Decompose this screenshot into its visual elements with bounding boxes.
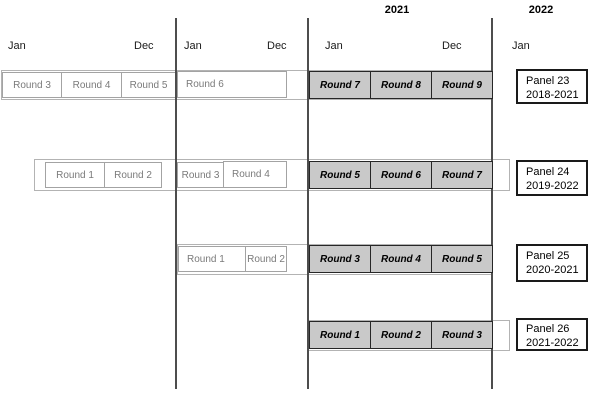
panel-label-box: Panel 24 2019-2022 — [516, 160, 588, 196]
round-box-gray: Round 3 — [431, 321, 493, 349]
month-label-section3-jan: Jan — [325, 40, 343, 52]
panel-name: Panel 26 — [526, 323, 570, 335]
panel-label-box: Panel 26 2021-2022 — [516, 318, 588, 351]
panel-years: 2018-2021 — [526, 89, 579, 101]
month-label-section1-jan: Jan — [8, 40, 26, 52]
round-box-gray: Round 4 — [370, 245, 432, 273]
round-box-white: Round 2 — [104, 162, 162, 188]
year-label-2021: 2021 — [384, 4, 410, 16]
round-box-gray: Round 2 — [370, 321, 432, 349]
year-divider-line-1 — [175, 18, 177, 389]
round-box-gray: Round 7 — [309, 71, 371, 99]
year-divider-line-2 — [307, 18, 309, 389]
month-label-section4-jan: Jan — [512, 40, 530, 52]
round-box-white: Round 2 — [245, 246, 287, 272]
month-label-section2-jan: Jan — [184, 40, 202, 52]
panel-label-box: Panel 23 2018-2021 — [516, 69, 588, 104]
panel-name: Panel 24 — [526, 166, 570, 178]
panel-years: 2020-2021 — [526, 264, 579, 276]
round-box-white: Round 4 — [61, 72, 122, 98]
round-box-white: Round 3 — [2, 72, 62, 98]
round-box-gray: Round 3 — [309, 245, 371, 273]
panel-years: 2021-2022 — [526, 337, 579, 349]
year-label-2022: 2022 — [528, 4, 554, 16]
panel-name: Panel 25 — [526, 250, 570, 262]
month-label-section3-dec: Dec — [442, 40, 462, 52]
round-box-gray: Round 7 — [431, 161, 493, 189]
round-box-gray: Round 5 — [309, 161, 371, 189]
round-box-gray: Round 1 — [309, 321, 371, 349]
round-box-gray: Round 8 — [370, 71, 432, 99]
round-box-white: Round 3 — [177, 162, 224, 188]
round-box-gray: Round 6 — [370, 161, 432, 189]
round-box-white: Round 5 — [121, 72, 176, 98]
year-divider-line-3 — [491, 18, 493, 389]
month-label-section1-dec: Dec — [134, 40, 154, 52]
panel-name: Panel 23 — [526, 75, 570, 87]
round-box-white: Round 1 — [45, 162, 105, 188]
round-box-white: Round 6 — [177, 71, 287, 98]
month-label-section2-dec: Dec — [267, 40, 287, 52]
round-box-white: Round 1 — [178, 246, 246, 272]
round-box-gray: Round 5 — [431, 245, 493, 273]
panel-label-box: Panel 25 2020-2021 — [516, 244, 588, 282]
panel-years: 2019-2022 — [526, 180, 579, 192]
round-box-white: Round 4 — [223, 161, 287, 188]
round-box-gray: Round 9 — [431, 71, 493, 99]
